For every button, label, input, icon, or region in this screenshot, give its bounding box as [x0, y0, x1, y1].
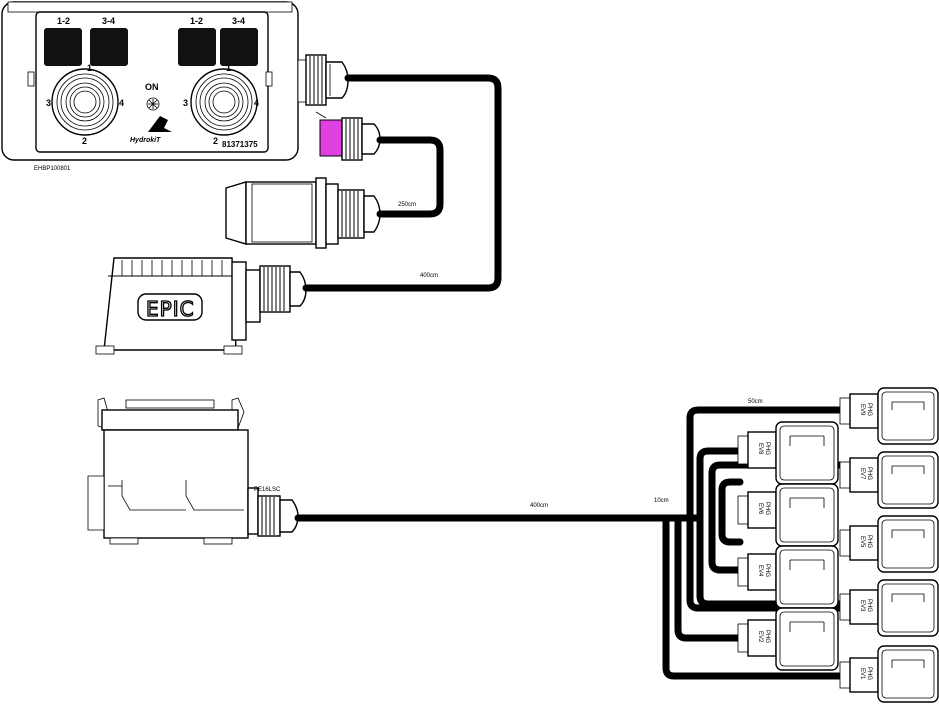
svg-text:PHG: PHG — [764, 502, 770, 515]
valve-ev2 — [737, 607, 839, 671]
button-label-1: 1-2 — [57, 16, 70, 26]
svg-text:EV5: EV5 — [859, 536, 865, 548]
joystick-right-n1: 1 — [226, 63, 231, 73]
svg-text:PHG: PHG — [866, 403, 872, 416]
button-label-3: 1-2 — [190, 16, 203, 26]
svg-text:EV9: EV9 — [859, 404, 865, 416]
power-label: ON — [145, 82, 159, 92]
sensor-cable-length: 250cm — [398, 202, 416, 208]
valve-ev5 — [839, 515, 939, 573]
valve-label-ev3: PHG EV3 — [859, 599, 872, 612]
main-cable — [302, 74, 502, 292]
svg-text:EV4: EV4 — [757, 565, 763, 577]
joystick-right — [190, 68, 258, 136]
joystick-left — [51, 68, 119, 136]
joystick-left-n3: 3 — [46, 98, 51, 108]
control-box: 1-2 3-4 1-2 3-4 1 2 3 4 1 2 3 4 ON — [1, 1, 299, 172]
valve-label-ev9: PHG EV9 — [859, 403, 872, 416]
valve-label-ev8: PHG EV8 — [757, 442, 770, 455]
split-length: 10cm — [654, 498, 669, 504]
button-label-2: 3-4 — [102, 16, 115, 26]
svg-text:PHG: PHG — [764, 630, 770, 643]
valve-label-ev7: PHG EV7 — [859, 467, 872, 480]
power-indicator-icon — [146, 97, 160, 111]
part-number: 81371375 — [222, 140, 258, 149]
valve-label-ev5: PHG EV5 — [859, 535, 872, 548]
joystick-right-n3: 3 — [183, 98, 188, 108]
button-label-4: 3-4 — [232, 16, 245, 26]
svg-text:EV3: EV3 — [859, 600, 865, 612]
catalog-ref: EHBP100801 — [34, 166, 71, 172]
valve-ev8 — [737, 421, 839, 485]
svg-text:EV7: EV7 — [859, 468, 865, 480]
pink-adapter — [319, 119, 343, 157]
brand-logo-icon — [148, 116, 172, 132]
bus-cable-length: 400cm — [530, 503, 548, 509]
joystick-left-n4: 4 — [119, 98, 124, 108]
multipin-connector — [87, 397, 299, 545]
branch-cables — [644, 406, 844, 680]
valve-ev4 — [737, 545, 839, 609]
svg-text:PHG: PHG — [866, 535, 872, 548]
valve-ev6 — [737, 483, 839, 547]
valve-label-ev2: PHG EV2 — [757, 630, 770, 643]
epic-label: EPIC — [146, 297, 195, 321]
top-branch-length: 50cm — [748, 399, 763, 405]
joystick-left-n2: 2 — [82, 136, 87, 146]
epic-connector — [95, 257, 307, 355]
valve-ev1 — [839, 645, 939, 703]
valve-ev3 — [839, 579, 939, 637]
svg-text:PHG: PHG — [764, 442, 770, 455]
multipin-connector-label: PE16LSC — [254, 487, 281, 493]
svg-text:EV6: EV6 — [757, 503, 763, 515]
valve-label-ev4: PHG EV4 — [757, 564, 770, 577]
svg-text:EV1: EV1 — [859, 668, 865, 680]
main-cable-length: 400cm — [420, 273, 438, 279]
valve-label-ev6: PHG EV6 — [757, 502, 770, 515]
valve-label-ev1: PHG EV1 — [859, 667, 872, 680]
svg-text:EV2: EV2 — [757, 631, 763, 643]
control-buttons — [44, 28, 258, 66]
sensor-connector — [225, 177, 381, 249]
brand-label: HydrokiT — [130, 137, 161, 144]
sensor-gland — [319, 117, 381, 161]
joystick-left-n1: 1 — [87, 63, 92, 73]
svg-text:PHG: PHG — [866, 467, 872, 480]
valve-ev9 — [839, 387, 939, 445]
svg-text:PHG: PHG — [866, 599, 872, 612]
svg-text:PHG: PHG — [764, 564, 770, 577]
joystick-right-n2: 2 — [213, 136, 218, 146]
sensor-cable — [376, 136, 444, 218]
svg-text:EV8: EV8 — [757, 443, 763, 455]
svg-text:PHG: PHG — [866, 667, 872, 680]
valve-ev7 — [839, 451, 939, 509]
box-cable-gland — [297, 54, 349, 106]
joystick-right-n4: 4 — [254, 98, 259, 108]
